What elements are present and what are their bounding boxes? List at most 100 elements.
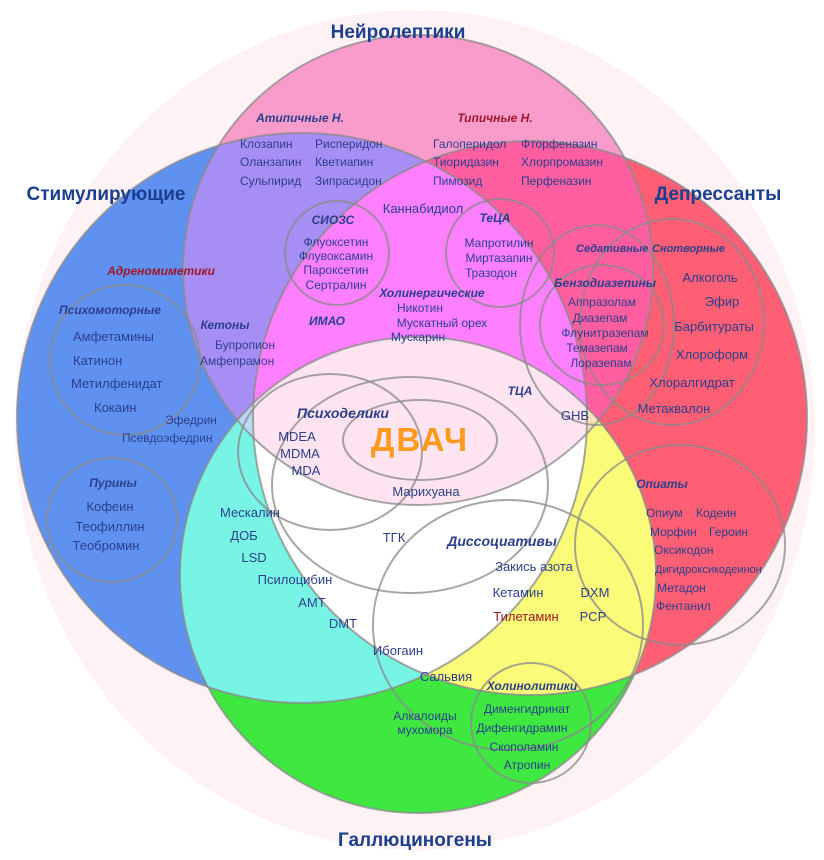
anticholinergic-item: Дименгидринат: [484, 702, 571, 716]
benzodiazepine-item: Лоразепам: [570, 356, 631, 370]
psychomotor-label: Психомоторные: [59, 303, 161, 317]
cholinergic-item: Мускарин: [391, 330, 445, 344]
opiate-item: Метадон: [657, 581, 706, 595]
center-label: ДВАЧ: [371, 421, 469, 458]
anticholinergic-item: Дифенгидрамин: [476, 721, 567, 735]
ssri-item: Сертралин: [306, 278, 367, 292]
hypnotic-label: Снотворные: [652, 243, 725, 255]
center-core: [253, 337, 587, 505]
adrenomimetics-label: Адреномиметики: [106, 264, 216, 278]
pseudoephedrine-label: Псевдоэфедрин: [122, 431, 213, 445]
salvia-label: Сальвия: [420, 669, 472, 684]
marijuana-label: Марихуана: [392, 484, 460, 499]
benzodiazepines-ring: [539, 264, 665, 386]
ghb-label: GHB: [561, 408, 589, 423]
cannabidiol-label: Каннабидиол: [383, 201, 463, 216]
opiate-item: Морфин: [650, 525, 697, 539]
psychedelics-ring: [237, 373, 423, 531]
center-ring: [342, 399, 498, 481]
purines-item: Кофеин: [86, 499, 133, 514]
depressant-item: Хлороформ: [676, 347, 748, 362]
teca-item: Тразодон: [465, 266, 517, 280]
teca-item: Миртазапин: [465, 251, 532, 265]
amanita-label-2: мухомора: [397, 723, 453, 737]
hallucinogen-item: ДОБ: [230, 528, 257, 543]
sedative-label: Седативные: [576, 243, 648, 255]
typical-item: Фторфеназин: [521, 137, 597, 151]
opiates-label: Опиаты: [636, 477, 688, 491]
anticholinergics-ring: [470, 662, 592, 784]
benzodiazepine-item: Диазепам: [573, 311, 628, 325]
ssri-item: Флуоксетин: [304, 235, 369, 249]
hallucinogen-item: DMT: [329, 616, 357, 631]
anticholinergic-item: Атропин: [504, 758, 550, 772]
ssri-item: Флувоксамин: [299, 249, 373, 263]
benzodiazepine-item: Аппразолам: [568, 295, 636, 309]
marijuana-ring: [271, 376, 549, 594]
purines-item: Теофиллин: [75, 519, 144, 534]
atypical-item: Рисперидон: [315, 137, 383, 151]
typical-item: Галоперидол: [433, 137, 506, 151]
ephedrine-label: Эфедрин: [165, 413, 217, 427]
typical-item: Хлорпромазин: [521, 155, 603, 169]
opiate-item: Героин: [709, 525, 748, 539]
dissociative-item: Закись азота: [495, 559, 574, 574]
ketones-item: Бупропион: [215, 338, 275, 352]
stim-depr-overlap: [253, 141, 587, 670]
atypical-item: Клозапин: [240, 137, 293, 151]
stimulants-title: Стимулирующие: [26, 184, 185, 205]
atypical-neuroleptics-label: Атипичные Н.: [255, 111, 344, 125]
opiate-item: Фентанил: [656, 599, 711, 613]
tiletamine-label: Тилетамин: [493, 609, 558, 624]
typical-item: Тиоридазин: [433, 155, 499, 169]
benzodiazepine-item: Темазепам: [566, 341, 628, 355]
psychedelic-item: MDEA: [278, 429, 316, 444]
dissociatives-ring: [372, 499, 644, 751]
psychomotor-item: Катинон: [73, 353, 122, 368]
ibogaine-label: Ибогаин: [373, 643, 423, 658]
dissociatives-label: Диссоциативы: [446, 533, 557, 549]
teca-item: Мапротилин: [465, 236, 534, 250]
opiate-item: Опиум: [646, 506, 683, 520]
hallucinogens-title: Галлюциногены: [338, 830, 492, 851]
depressant-item: Метаквалон: [638, 401, 711, 416]
pcp-label: PCP: [580, 609, 607, 624]
purines-item: Теобромин: [73, 538, 140, 553]
dissociative-item: Кетамин: [493, 585, 544, 600]
psychomotor-ring: [49, 284, 201, 436]
anticholinergic-item: Скополамин: [490, 740, 559, 754]
ketones-item: Амфепрамон: [200, 354, 274, 368]
depressant-item: Хлоралгидрат: [649, 375, 734, 390]
amanita-label-1: Алкалоиды: [393, 709, 456, 723]
dissociative-item: DXM: [581, 585, 610, 600]
ssri-label: СИОЗС: [312, 213, 355, 227]
benzodiazepines-label: Бензодиазепины: [554, 276, 657, 290]
depressant-item: Барбитураты: [674, 319, 754, 334]
cholinergic-item: Мускатный орех: [397, 316, 487, 330]
psychomotor-item: Кокаин: [94, 400, 136, 415]
cholinergic-item: Никотин: [397, 301, 443, 315]
psychedelics-label: Психоделики: [297, 405, 389, 421]
atypical-item: Оланзапин: [240, 155, 302, 169]
cholinergic-label: Холинергические: [378, 286, 485, 300]
purines-ring: [46, 457, 178, 583]
opiates-ring: [574, 444, 786, 646]
anticholinergics-label: Холинолитики: [486, 679, 578, 693]
hallucinogen-item: АМТ: [298, 595, 326, 610]
psychedelic-item: MDMA: [280, 446, 320, 461]
purines-label: Пурины: [89, 476, 137, 490]
typical-item: Пимозид: [433, 174, 482, 188]
ketones-label: Кетоны: [201, 318, 251, 332]
thc-label: ТГК: [383, 530, 406, 545]
neuroleptics-title: Нейролептики: [331, 22, 466, 43]
ssri-ring: [284, 200, 390, 306]
benzodiazepine-item: Флунитразепам: [561, 326, 648, 340]
opiate-item: Дигидроксикодеинон: [655, 564, 762, 576]
opiate-item: Оксикодон: [654, 543, 714, 557]
sedative-ring: [519, 224, 675, 426]
psychomotor-item: Метилфенидат: [71, 376, 162, 391]
psychomotor-item: Амфетамины: [73, 329, 154, 344]
depressants-title: Депрессанты: [655, 184, 782, 205]
opiate-item: Кодеин: [696, 506, 736, 520]
